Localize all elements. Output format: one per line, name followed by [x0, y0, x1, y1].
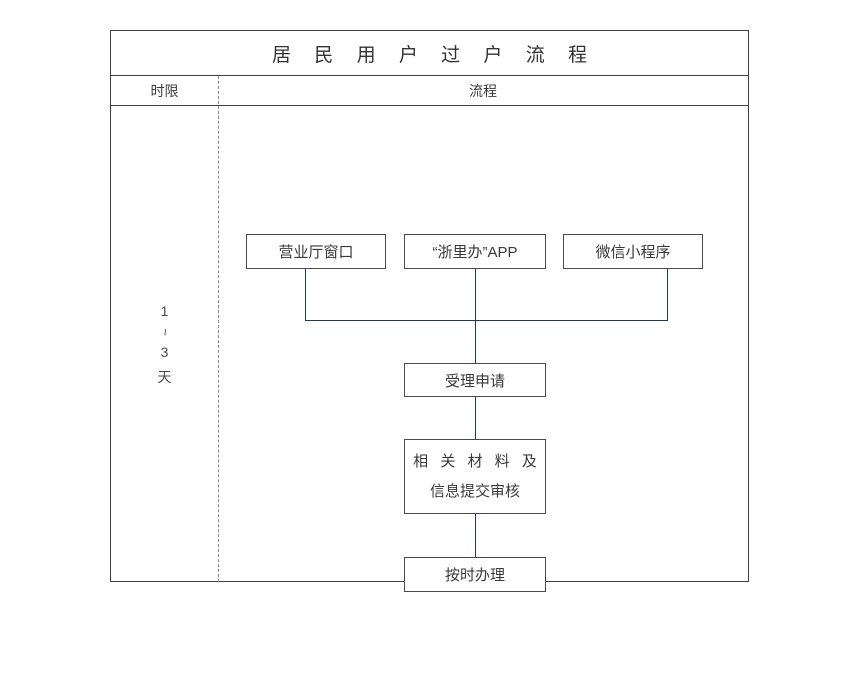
flow-node-label: 微信小程序 — [595, 244, 671, 261]
duration-min: 1 — [160, 302, 169, 319]
flow-node-wechat-miniprogram[interactable]: 微信小程序 — [563, 234, 703, 269]
connector-accept-to-materials — [475, 397, 476, 439]
duration-unit: 天 — [157, 368, 172, 385]
page-title: 居 民 用 户 过 户 流 程 — [272, 44, 596, 66]
column-divider — [218, 76, 219, 582]
flow-node-label: 受理申请 — [444, 372, 505, 390]
table-body: 1 ~ 3 天 营业厅窗口 “浙里办”APP 微信小程序 受理申请 相 关 材 … — [111, 106, 748, 592]
connector-to-accept — [475, 320, 476, 363]
connector-wechat-down — [667, 269, 668, 321]
flow-node-submit-materials[interactable]: 相 关 材 料 及 信息提交审核 — [404, 439, 546, 514]
flow-node-process-on-time[interactable]: 按时办理 — [404, 557, 546, 592]
flow-chart-table: 居 民 用 户 过 户 流 程 时限 流程 1 ~ 3 天 营业厅窗口 “浙里办… — [110, 30, 749, 592]
connector-merge-bus — [305, 320, 668, 321]
column-header-flow: 流程 — [469, 82, 497, 99]
flow-node-label-line1: 相 关 材 料 及 — [413, 452, 541, 470]
column-header-duration: 时限 — [150, 82, 179, 99]
connector-app-down — [475, 269, 476, 321]
duration-value: 1 ~ 3 天 — [111, 106, 218, 582]
connector-materials-to-handle — [475, 514, 476, 557]
flow-node-zhejiang-app[interactable]: “浙里办”APP — [404, 234, 546, 269]
flow-node-accept-application[interactable]: 受理申请 — [404, 363, 546, 397]
flow-node-label: 营业厅窗口 — [278, 244, 354, 261]
flow-node-service-hall[interactable]: 营业厅窗口 — [246, 234, 386, 269]
table-header-row: 时限 流程 — [111, 76, 748, 106]
connector-hall-down — [305, 269, 306, 321]
flow-node-label-line2: 信息提交审核 — [429, 482, 520, 500]
flow-node-label: “浙里办”APP — [432, 244, 518, 261]
table-title-row: 居 民 用 户 过 户 流 程 — [111, 31, 748, 76]
flow-node-label: 按时办理 — [444, 567, 505, 584]
duration-range-separator: ~ — [157, 327, 173, 336]
duration-max: 3 — [160, 343, 169, 360]
